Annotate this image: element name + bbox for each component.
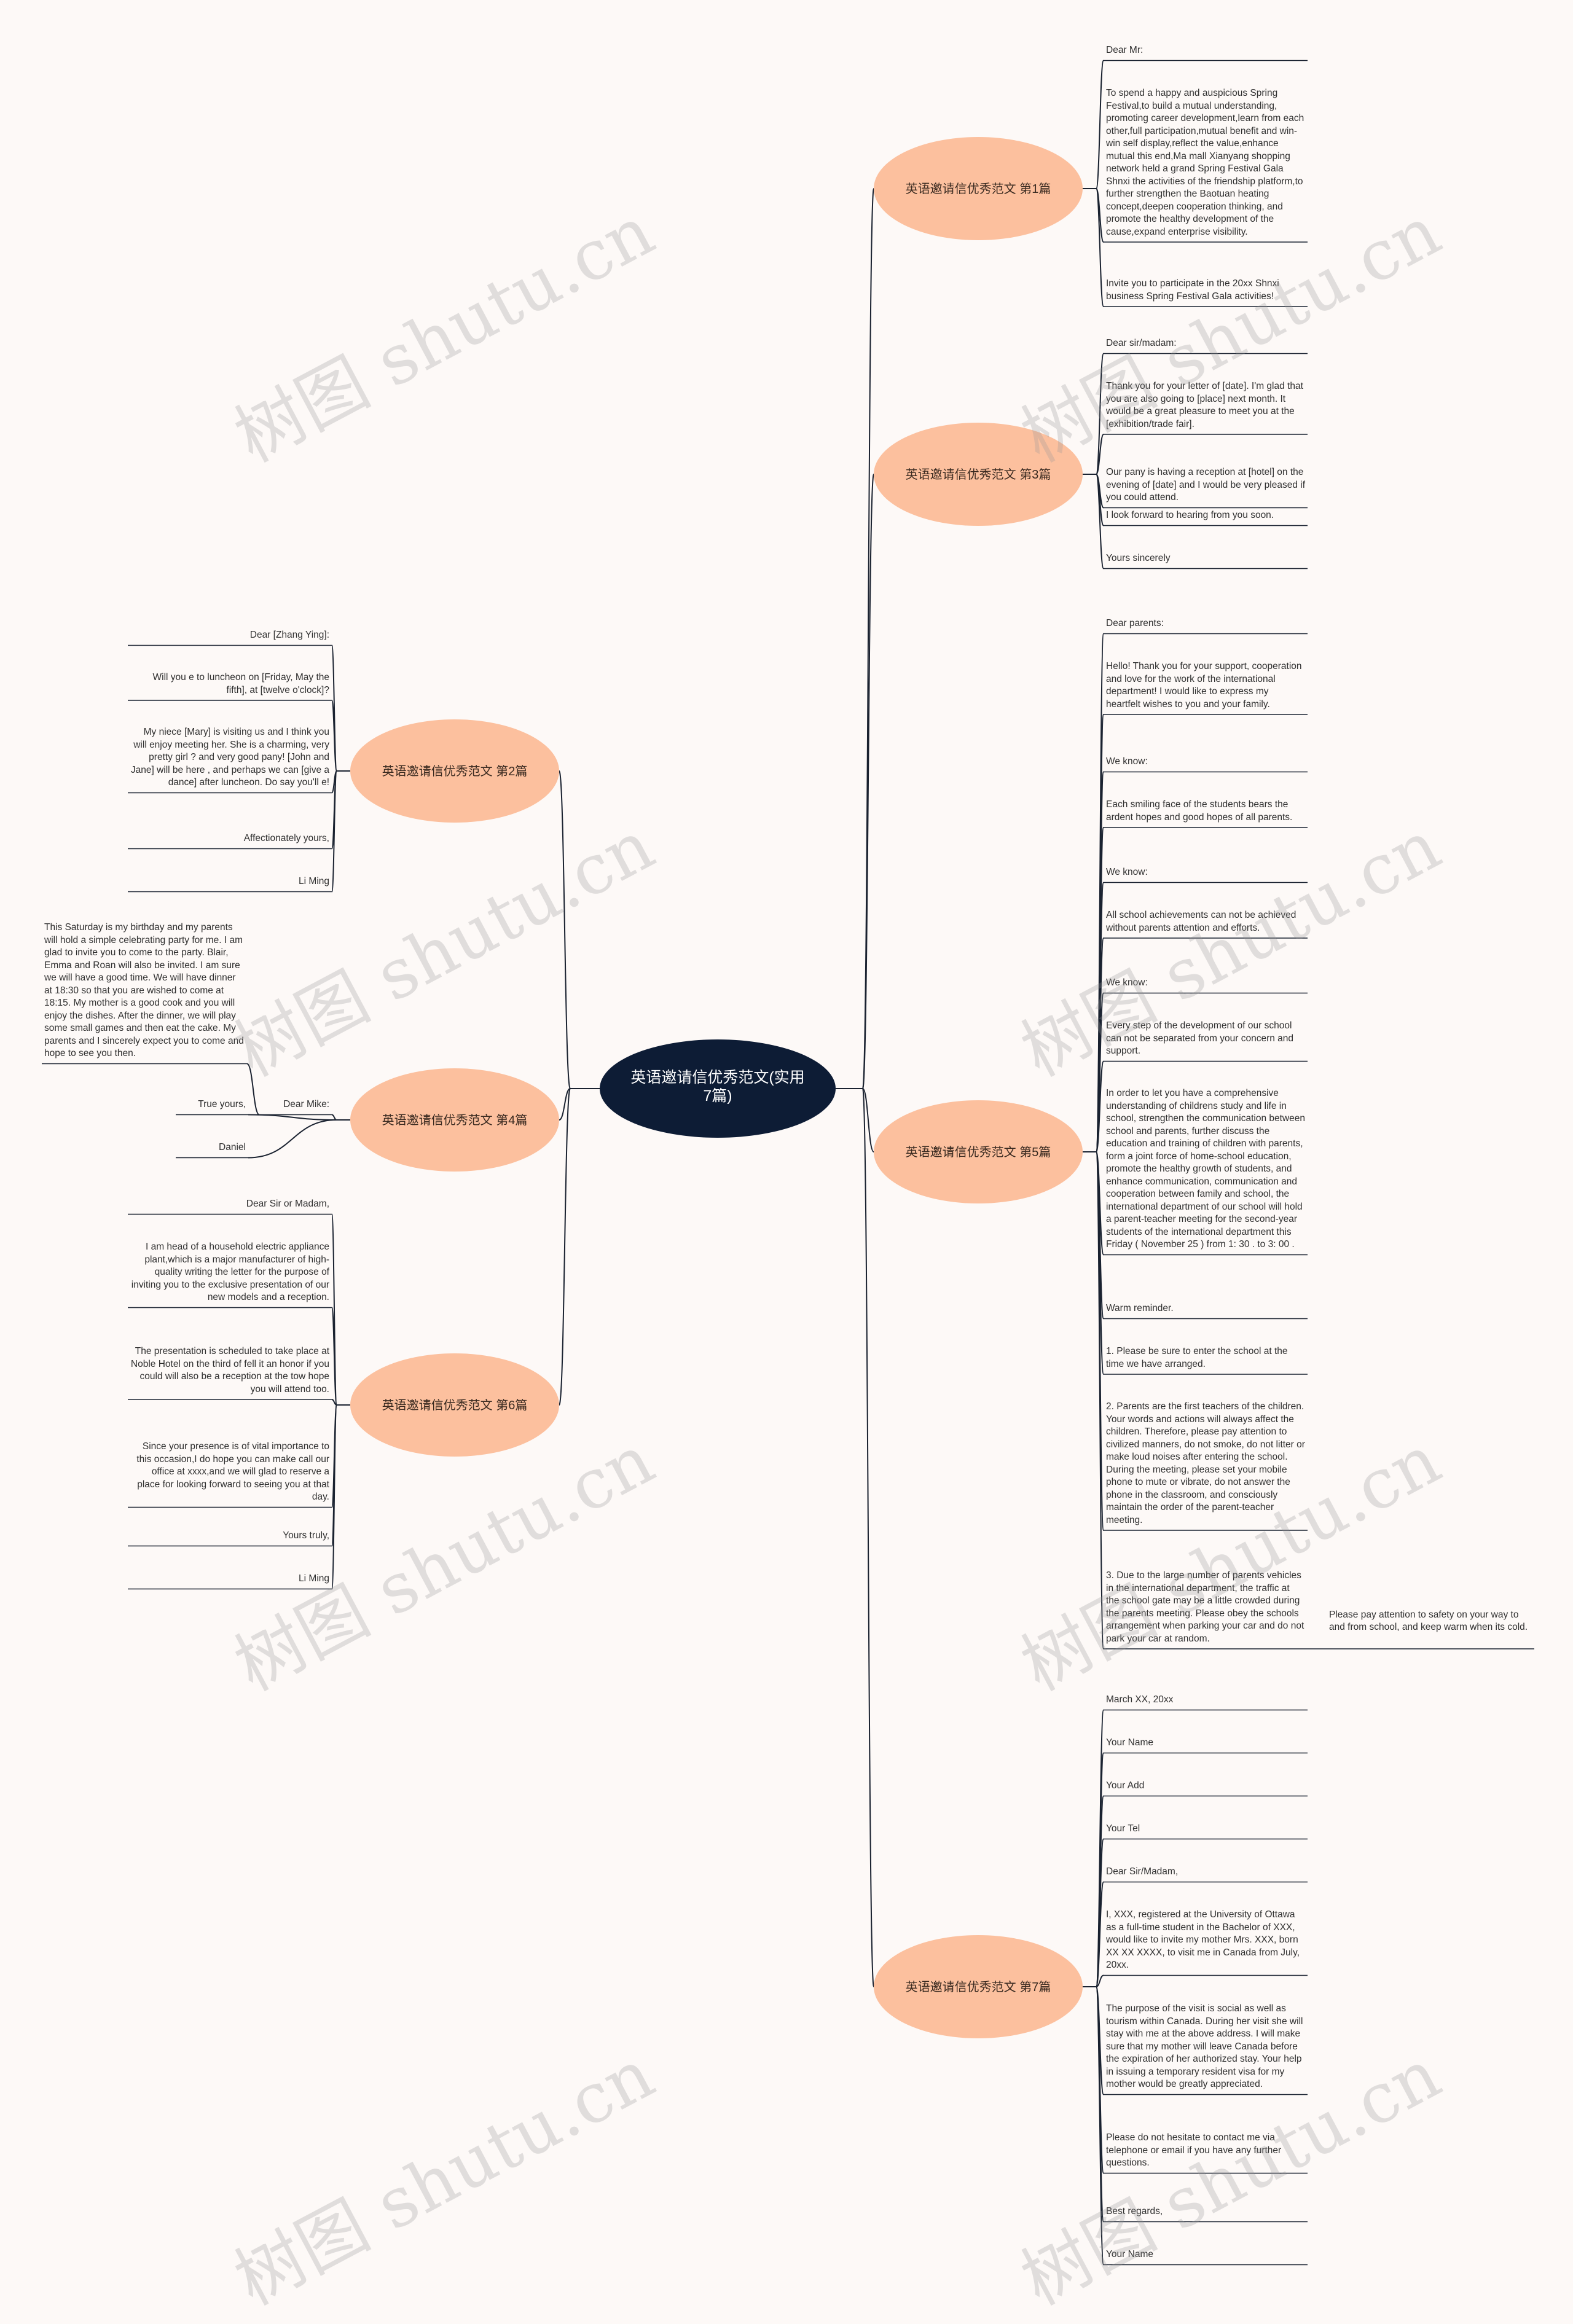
branch-node-6[interactable] (350, 1068, 559, 1172)
leaf-text: Daniel (219, 1142, 246, 1152)
leaf-text: Invite you to participate in the 20xx Sh… (1106, 278, 1279, 302)
leaf-text: In order to let you have a comprehensive… (1106, 1088, 1305, 1250)
leaf-text: Dear Mike: (283, 1099, 329, 1109)
connector-line (331, 1399, 337, 1406)
leaf-text: Since your presence is of vital importan… (136, 1441, 329, 1502)
leaf-text: Dear sir/madam: (1106, 338, 1177, 348)
connector-line (248, 1119, 337, 1159)
leaf-text: 2. Parents are the first teachers of the… (1106, 1401, 1305, 1525)
connector-line (1096, 353, 1104, 475)
leaf-text: We know: (1106, 756, 1148, 767)
root-node[interactable] (600, 1039, 836, 1138)
leaf-text: I am head of a household electric applia… (131, 1242, 329, 1302)
branch-node-3[interactable] (874, 1100, 1083, 1203)
connector-line (331, 700, 337, 772)
leaf-text: We know: (1106, 977, 1148, 988)
leaf-text: My niece [Mary] is visiting us and I thi… (130, 727, 329, 788)
leaf-text: Best regards, (1106, 2206, 1163, 2216)
branch-label: 英语邀请信优秀范文 第2篇 (382, 764, 528, 778)
branch-label: 英语邀请信优秀范文 第3篇 (906, 468, 1051, 482)
connector-line (1096, 188, 1104, 307)
leaf-text: 1. Please be sure to enter the school at… (1106, 1346, 1288, 1369)
leaf-text: The purpose of the visit is social as we… (1106, 2003, 1303, 2089)
leaf-text: Will you e to luncheon on [Friday, May t… (152, 672, 329, 695)
branch-node-4[interactable] (874, 1935, 1083, 2038)
connector-line (1096, 474, 1104, 569)
leaf-text: Your Tel (1106, 1823, 1140, 1834)
leaf-text: Each smiling face of the students bears … (1106, 799, 1293, 823)
leaf-text: We know: (1106, 867, 1148, 877)
leaf-text: Warm reminder. (1106, 1303, 1174, 1313)
leaf-text: To spend a happy and auspicious Spring F… (1106, 88, 1304, 237)
leaf-text: Li Ming (299, 876, 329, 886)
leaf-text: Our pany is having a reception at [hotel… (1106, 467, 1305, 503)
connector-line (559, 1088, 571, 1121)
connector-line (862, 1088, 874, 1152)
leaf-text: Your Name (1106, 1737, 1153, 1748)
connector-line (862, 188, 874, 1089)
connector-line (862, 474, 874, 1089)
connector-line (862, 1088, 874, 1987)
branch-node-7[interactable] (350, 1353, 559, 1457)
leaf-text: Your Add (1106, 1780, 1145, 1791)
leaf-text: The presentation is scheduled to take pl… (130, 1346, 329, 1395)
leaf-text: I look forward to hearing from you soon. (1106, 510, 1274, 520)
leaf-text: I, XXX, registered at the University of … (1106, 1909, 1300, 1970)
leaf-text: Li Ming (299, 1573, 329, 1584)
sub-leaf-text: This Saturday is my birthday and my pare… (44, 922, 244, 1058)
connector-line (248, 1114, 337, 1121)
connector-line (331, 1114, 337, 1121)
leaf-text: Every step of the development of our sch… (1106, 1020, 1294, 1056)
leaf-text: Dear Sir or Madam, (246, 1199, 329, 1209)
connector-line (1096, 1881, 1104, 1987)
connector-line (1096, 1986, 1104, 2266)
branch-node-1[interactable] (874, 137, 1083, 240)
leaf-text: Dear [Zhang Ying]: (249, 630, 329, 640)
leaf-text: Dear parents: (1106, 618, 1164, 628)
connector-line (246, 1063, 260, 1116)
leaf-text: Yours sincerely (1106, 553, 1171, 563)
connector-line (331, 1307, 337, 1406)
leaf-text: All school achievements can not be achie… (1106, 910, 1296, 933)
branch-label: 英语邀请信优秀范文 第5篇 (906, 1145, 1051, 1159)
branch-label: 英语邀请信优秀范文 第1篇 (906, 182, 1051, 196)
connector-line (1096, 60, 1104, 189)
leaf-text: Hello! Thank you for your support, coope… (1106, 661, 1302, 710)
connector-line (1096, 1060, 1104, 1152)
sub-leaf-text: Please pay attention to safety on your w… (1329, 1609, 1528, 1633)
connector-line (1096, 434, 1104, 475)
branch-node-5[interactable] (350, 719, 559, 823)
branch-label: 英语邀请信优秀范文 第6篇 (382, 1398, 528, 1412)
connector-line (331, 770, 337, 893)
leaf-text: Your Name (1106, 2249, 1153, 2259)
leaf-text: Dear Mr: (1106, 45, 1143, 55)
leaf-text: Yours truly, (283, 1530, 329, 1541)
connector-line (331, 1404, 337, 1590)
leaf-text: True yours, (198, 1099, 246, 1109)
leaf-text: 3. Due to the large number of parents ve… (1106, 1570, 1304, 1644)
connector-lines (42, 60, 1534, 2266)
branch-label: 英语邀请信优秀范文 第4篇 (382, 1113, 528, 1127)
leaf-text: Dear Sir/Madam, (1106, 1866, 1179, 1877)
leaf-text: Please do not hesitate to contact me via… (1106, 2132, 1282, 2168)
leaf-text: Affectionately yours, (243, 833, 329, 843)
connector-line (1096, 1151, 1104, 1649)
connector-line (559, 1088, 571, 1406)
leaf-text: March XX, 20xx (1106, 1694, 1174, 1705)
connector-line (559, 770, 571, 1089)
branch-node-2[interactable] (874, 423, 1083, 526)
connector-line (1096, 1974, 1104, 1987)
branch-label: 英语邀请信优秀范文 第7篇 (906, 1980, 1051, 1994)
leaf-text: Thank you for your letter of [date]. I'm… (1106, 381, 1303, 429)
